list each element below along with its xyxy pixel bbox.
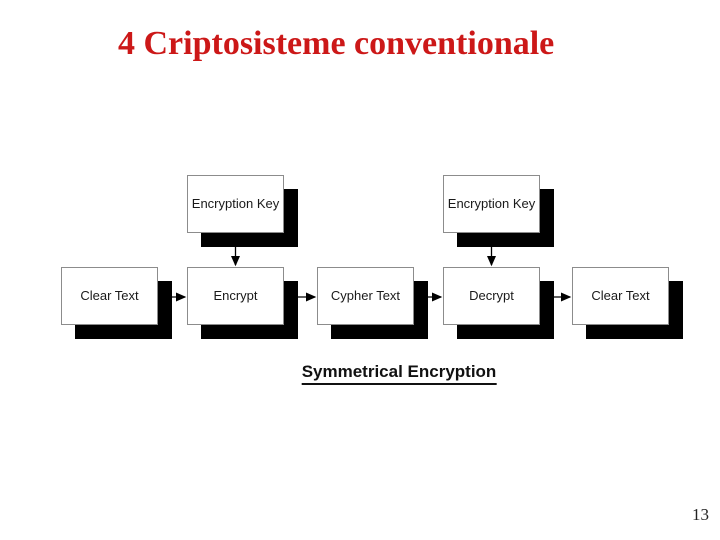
node-decrypt: Decrypt [443, 267, 540, 325]
node-label: Encrypt [213, 287, 258, 303]
node-label: Clear Text [591, 287, 650, 303]
node-encryption-key-1: Encryption Key [187, 175, 284, 233]
node-clear-text-input: Clear Text [61, 267, 158, 325]
node-cypher-text: Cypher Text [317, 267, 414, 325]
node-label: Clear Text [80, 287, 139, 303]
node-encrypt: Encrypt [187, 267, 284, 325]
diagram-caption: Symmetrical Encryption [301, 362, 497, 385]
page-number: 13 [692, 505, 709, 524]
node-encryption-key-2: Encryption Key [443, 175, 540, 233]
node-clear-text-output: Clear Text [572, 267, 669, 325]
node-label: Encryption Key [447, 195, 536, 211]
node-label: Cypher Text [330, 287, 401, 303]
page-title: 4 Criptosisteme conventionale [118, 25, 555, 62]
node-label: Decrypt [469, 287, 514, 303]
node-label: Encryption Key [191, 195, 280, 211]
